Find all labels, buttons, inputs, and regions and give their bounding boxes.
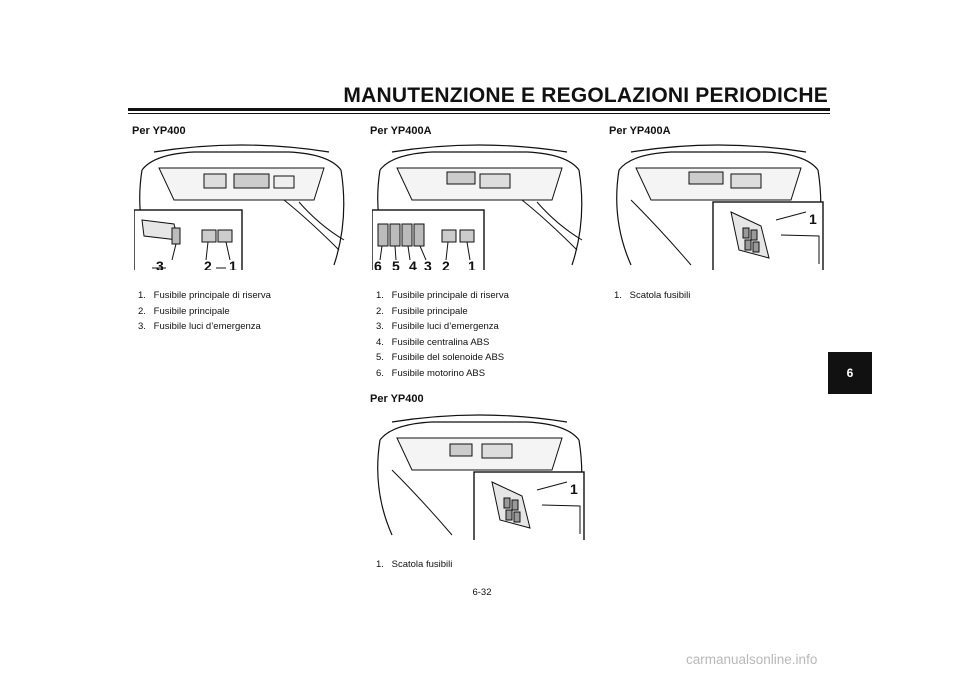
callout-1: 1 [570, 481, 578, 497]
list-item: 1. Scatola fusibili [376, 559, 453, 570]
callout-4: 4 [409, 258, 417, 270]
page-title: MANUTENZIONE E REGOLAZIONI PERIODICHE [343, 84, 828, 107]
scooter-fuse-illustration: 6 5 4 3 2 1 [372, 144, 583, 270]
callout-3: 3 [424, 258, 432, 270]
caption-list-2: 1. Fusibile principale di riserva 2. Fus… [376, 288, 509, 381]
list-item: 4. Fusibile centralina ABS [376, 336, 490, 348]
list-item: 2. Fusibile principale [138, 305, 230, 317]
figure-yp400-fuses: 3 2 1 [134, 140, 349, 270]
header-rule-thin [128, 113, 830, 114]
chapter-tab: 6 [828, 352, 872, 394]
callout-6: 6 [374, 258, 382, 270]
scooter-fuse-box-illustration: 1 [377, 414, 585, 540]
list-item: 6. Fusibile motorino ABS [376, 367, 486, 379]
callout-2: 2 [442, 258, 450, 270]
figure-yp400a-fuse-box: 1 [611, 140, 826, 270]
caption-list-1: 1. Fusibile principale di riserva 2. Fus… [138, 288, 271, 335]
callout-1: 1 [468, 258, 476, 270]
list-item: 2. Fusibile principale [376, 305, 468, 317]
header-rule-thick [128, 108, 830, 111]
scooter-fuse-box-illustration: 1 [616, 144, 824, 270]
watermark: carmanualsonline.info [686, 652, 818, 667]
caption-list-4: 1. Scatola fusibili [376, 557, 452, 573]
list-item: 1. Fusibile principale di riserva [376, 290, 509, 301]
section-heading-1: Per YP400 [132, 125, 186, 137]
section-heading-3: Per YP400A [609, 125, 671, 137]
callout-1: 1 [229, 258, 237, 270]
callout-1: 1 [809, 211, 817, 227]
callout-3: 3 [156, 258, 164, 270]
scooter-fuse-illustration: 3 2 1 [134, 144, 345, 270]
list-item: 5. Fusibile del solenoide ABS [376, 352, 505, 363]
list-item: 3. Fusibile luci d’emergenza [376, 321, 499, 332]
section-heading-2: Per YP400A [370, 125, 432, 137]
list-item: 1. Scatola fusibili [614, 290, 691, 301]
page-number: 6-32 [472, 587, 492, 598]
list-item: 3. Fusibile luci d’emergenza [138, 321, 261, 332]
section-heading-4: Per YP400 [370, 393, 424, 405]
caption-list-3: 1. Scatola fusibili [614, 288, 690, 304]
callout-5: 5 [392, 258, 400, 270]
callout-2: 2 [204, 258, 212, 270]
figure-yp400a-fuses: 6 5 4 3 2 1 [372, 140, 587, 270]
figure-yp400-fuse-box: 1 [372, 410, 587, 540]
list-item: 1. Fusibile principale di riserva [138, 290, 271, 301]
